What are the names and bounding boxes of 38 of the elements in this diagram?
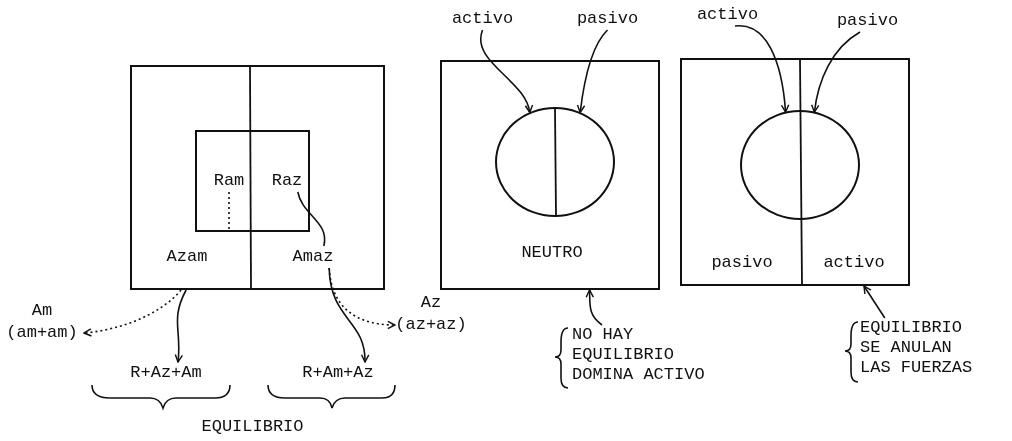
circle: [495, 107, 615, 217]
arrow: [576, 29, 609, 114]
text-label: R+Am+Az: [288, 362, 388, 384]
text-label: Raz: [269, 170, 305, 192]
arrow: [83, 289, 182, 337]
text-label: Ram: [211, 170, 247, 192]
text-label: pasivo: [710, 252, 774, 274]
note-text: NO HAY EQUILIBRIO DOMINA ACTIVO: [572, 325, 722, 385]
text-label: NEUTRO: [520, 242, 584, 264]
text-label: (am+am): [5, 322, 79, 344]
text-label: Amaz: [286, 246, 340, 268]
text-label: Az: [419, 292, 443, 314]
connector-line: [297, 191, 326, 247]
square-frame: [680, 58, 910, 286]
text-label: activo: [690, 4, 765, 26]
square-frame: [440, 60, 660, 290]
arrow: [734, 25, 790, 113]
circle: [740, 110, 860, 220]
arrow: [479, 29, 533, 114]
square-frame: [195, 130, 310, 232]
text-label: (az+az): [395, 314, 467, 336]
square-frame: [130, 65, 385, 290]
text-label: Azam: [160, 246, 214, 268]
text-label: R+Az+Am: [116, 362, 216, 384]
connector-line: [228, 191, 230, 231]
arrow: [863, 285, 886, 319]
text-label: pasivo: [570, 8, 645, 30]
text-label: activo: [822, 252, 886, 274]
note-text: EQUILIBRIO SE ANULAN LAS FUERZAS: [860, 318, 984, 378]
text-label: pasivo: [830, 10, 905, 32]
arrow: [174, 289, 187, 363]
arrow: [811, 31, 861, 113]
caption-text: EQUILIBRIO: [200, 416, 305, 438]
text-label: activo: [445, 8, 520, 30]
arrow: [328, 267, 396, 330]
text-label: Am: [30, 300, 54, 322]
arrow: [328, 267, 369, 363]
arrow: [585, 289, 603, 326]
